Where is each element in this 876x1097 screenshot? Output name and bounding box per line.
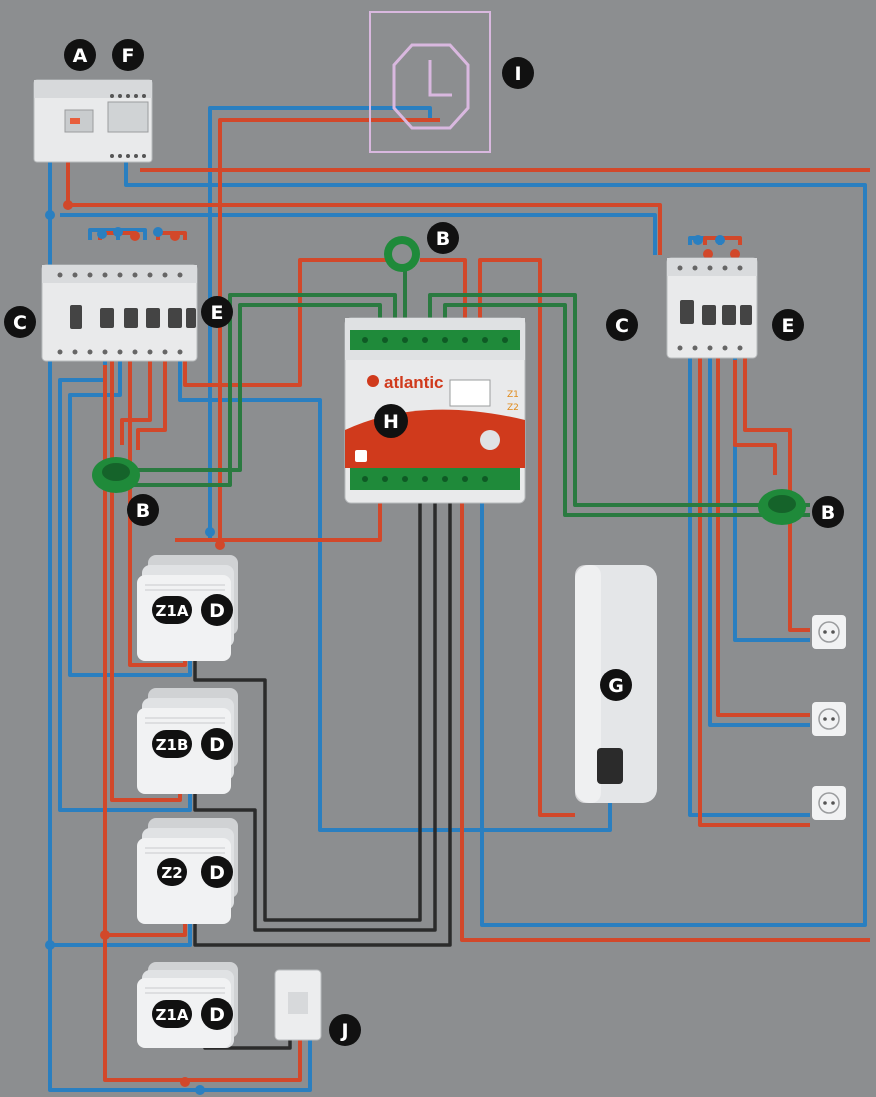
socket-icon [812, 786, 846, 820]
svg-text:E: E [211, 302, 224, 324]
svg-text:Z1A: Z1A [156, 1006, 189, 1024]
junction-dots [45, 200, 740, 1095]
io-badge-icon [355, 450, 367, 462]
badge-d-3: D [201, 856, 233, 888]
svg-text:Z1B: Z1B [156, 736, 189, 754]
badge-e-left: E [201, 296, 233, 328]
svg-text:H: H [383, 411, 399, 433]
badge-c-left: C [4, 306, 36, 338]
badge-g: G [600, 669, 632, 701]
badge-b-top: B [427, 222, 459, 254]
breaker-panel-right [666, 257, 758, 359]
svg-text:B: B [821, 502, 835, 524]
badge-j: J [329, 1014, 361, 1046]
badge-b-right: B [812, 496, 844, 528]
svg-text:I: I [514, 63, 521, 85]
module-brand: atlantic [384, 373, 444, 392]
svg-text:Z2: Z2 [161, 864, 182, 882]
atlantic-module: atlantic Z1 Z2 [344, 317, 526, 504]
badge-d-1: D [201, 594, 233, 626]
zone-label-1: Z1A [152, 596, 192, 624]
socket-icon [812, 615, 846, 649]
atlantic-logo-icon [367, 375, 379, 387]
badge-e-right: E [772, 309, 804, 341]
badge-a: A [64, 39, 96, 71]
module-zone2-label: Z2 [507, 403, 519, 413]
module-zone1-label: Z1 [507, 390, 519, 400]
svg-text:C: C [615, 315, 629, 337]
svg-text:B: B [436, 228, 450, 250]
meter-and-switch [33, 79, 153, 163]
green-wires [100, 260, 810, 517]
svg-text:D: D [209, 862, 225, 884]
svg-text:D: D [209, 1004, 225, 1026]
svg-text:D: D [209, 734, 225, 756]
badge-c-right: C [606, 309, 638, 341]
badge-b-left: B [127, 494, 159, 526]
thermostat-icon [428, 60, 452, 97]
pilot-wires [193, 500, 452, 1050]
badge-h: H [374, 404, 408, 438]
zone-label-2: Z1B [152, 730, 192, 758]
svg-text:E: E [782, 315, 795, 337]
svg-text:B: B [136, 500, 150, 522]
svg-text:G: G [608, 675, 624, 697]
zone-label-4: Z1A [152, 1000, 192, 1028]
badge-d-2: D [201, 728, 233, 760]
badge-d-4: D [201, 998, 233, 1030]
pilot-receiver [274, 969, 322, 1041]
ct-ring-left [92, 457, 140, 493]
module-dial-icon [480, 430, 500, 450]
ct-ring-right [758, 489, 806, 525]
svg-text:C: C [13, 312, 27, 334]
svg-text:A: A [73, 45, 88, 67]
svg-text:J: J [339, 1020, 348, 1042]
badge-i: I [502, 57, 534, 89]
phase-wires [66, 118, 870, 1082]
breaker-panel-left [41, 264, 198, 362]
svg-text:Z1A: Z1A [156, 602, 189, 620]
ct-ring-top [384, 236, 420, 272]
thermostat [369, 11, 491, 153]
socket-icon [812, 702, 846, 736]
badge-f: F [112, 39, 144, 71]
svg-text:D: D [209, 600, 225, 622]
svg-text:F: F [122, 45, 135, 67]
zone-label-3: Z2 [157, 858, 187, 886]
